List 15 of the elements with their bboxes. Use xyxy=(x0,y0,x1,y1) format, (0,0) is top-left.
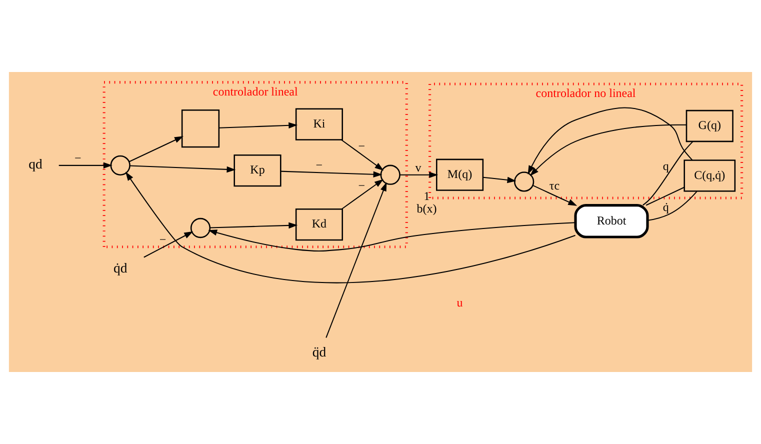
edge-label: q̇ xyxy=(662,200,669,214)
node-text: qd xyxy=(28,156,42,172)
node-text: q̈d xyxy=(312,344,326,360)
edge-label: − xyxy=(358,139,366,154)
edge-label: − xyxy=(74,151,82,166)
node-label: 1 xyxy=(424,188,430,203)
node-text: q̇d xyxy=(114,260,128,276)
edge-label: τc xyxy=(549,178,560,193)
edge-label: − xyxy=(159,232,166,247)
edge-label: v xyxy=(415,160,422,175)
edge-label: − xyxy=(358,178,366,193)
edge-label: q xyxy=(662,158,669,173)
label: u xyxy=(456,296,463,310)
edge-label: − xyxy=(316,158,323,172)
node-label: b(x) xyxy=(416,202,437,216)
